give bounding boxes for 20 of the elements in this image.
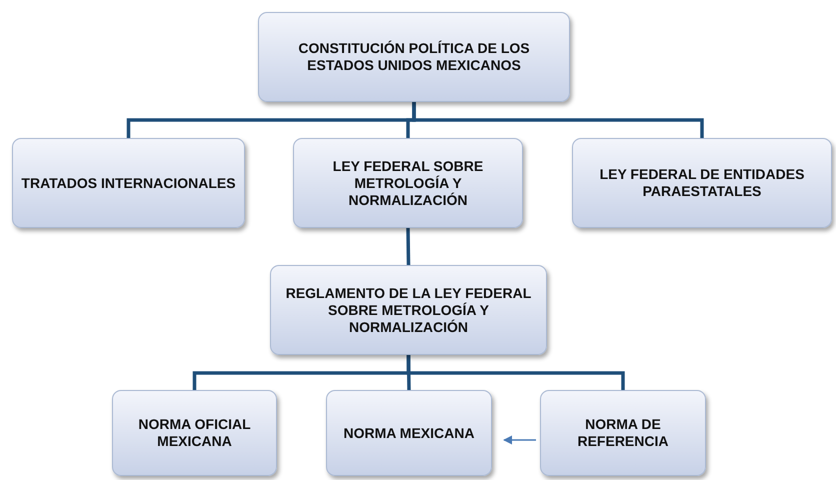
box-label: REGLAMENTO DE LA LEY FEDERAL SOBRE METROLOGÍA Y NORMALIZACIÓN (284, 284, 532, 336)
rounded-box (293, 138, 523, 228)
rounded-box (12, 138, 245, 228)
connector-line (406, 355, 625, 390)
box-label: NORMA OFICIAL MEXICANA (137, 416, 252, 450)
box-label: NORMA DE REFERENCIA (576, 416, 670, 450)
rounded-box (112, 390, 277, 476)
arrow (503, 436, 536, 444)
rounded-box (326, 390, 492, 476)
rounded-box (270, 265, 547, 355)
rounded-box (258, 12, 570, 102)
rounded-box (572, 138, 832, 228)
box-label: LEY FEDERAL SOBRE METROLOGÍA Y NORMALIZACIÓN (332, 158, 484, 208)
box-label: NORMA MEXICANA (344, 424, 474, 442)
connector-line (406, 228, 410, 266)
box-label: LEY FEDERAL DE ENTIDADES PARAESTATALES (598, 166, 806, 200)
rounded-box (540, 390, 706, 476)
box-label: TRATADOS INTERNACIONALES (21, 174, 236, 192)
box-label: CONSTITUCIÓN POLÍTICA DE LOS ESTADOS UNIDOS MEXICANOS (297, 40, 531, 74)
connector-line (412, 102, 704, 138)
